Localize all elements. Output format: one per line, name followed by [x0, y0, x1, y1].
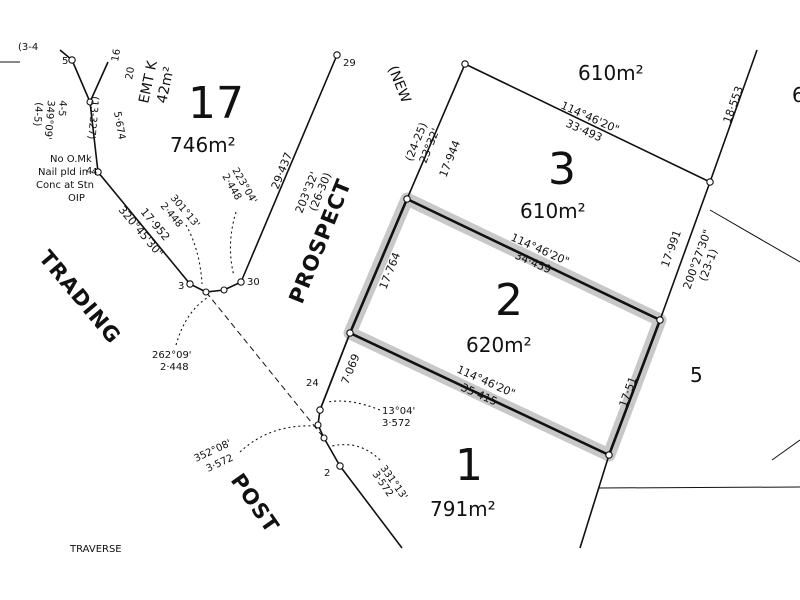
dist-13: 3·572	[382, 418, 411, 429]
lot-1-left-length: 7·069	[339, 352, 363, 386]
lot-3-left-boundary	[406, 63, 466, 200]
corner-marker-lot2-tr[interactable]	[656, 316, 664, 324]
ref-45: 4-5	[56, 100, 68, 117]
leader-13	[327, 400, 381, 411]
lot-6-number: 6	[792, 83, 800, 107]
prospect-road-boundary	[240, 54, 338, 283]
lot-1-area: 791m²	[430, 497, 496, 521]
traverse-line	[205, 291, 325, 439]
lot-3-right-boundary	[659, 181, 711, 321]
lot-2-number: 2	[495, 275, 523, 326]
corner-marker-lot2-tl[interactable]	[403, 195, 411, 203]
station-3: 3	[178, 281, 184, 292]
station-marker-29[interactable]	[333, 51, 341, 59]
station-marker-mid[interactable]	[202, 288, 210, 296]
lot-17-left-boundary	[71, 59, 91, 103]
lot-3-number: 3	[548, 144, 576, 195]
lot-3-area: 610m²	[520, 199, 586, 223]
leader-262	[175, 295, 211, 346]
lot-top-area: 610m²	[578, 61, 644, 85]
corner-marker-lot3-tl[interactable]	[461, 60, 469, 68]
bottom-note: TRAVERSE	[69, 544, 122, 555]
lot-3-top-boundary	[464, 63, 711, 183]
station-marker-post-mid[interactable]	[314, 421, 322, 429]
station-marker-5[interactable]	[68, 56, 76, 64]
station-29: 29	[343, 58, 356, 69]
nail-note-3: Conc at Stn	[36, 180, 94, 191]
road-trading: TRADING	[34, 246, 126, 349]
station-2: 2	[324, 468, 330, 479]
station-marker-4[interactable]	[94, 168, 102, 176]
lot-5-number: 5	[690, 363, 703, 387]
station-marker-3[interactable]	[186, 280, 194, 288]
road-new: (NEW	[384, 64, 413, 106]
leader-301	[185, 224, 203, 285]
lot-1-right-boundary	[579, 454, 610, 549]
corner-marker-lot2-br[interactable]	[605, 451, 613, 459]
station-5: 5	[62, 56, 68, 67]
dist-5674: 5·674	[111, 111, 127, 141]
top-num-20: 20	[124, 66, 137, 80]
top-ref: (3-4	[18, 42, 38, 53]
station-marker-upper[interactable]	[86, 98, 94, 106]
ref-1327: (13-327)	[85, 96, 100, 140]
station-marker-mid2[interactable]	[220, 286, 228, 294]
station-marker-2[interactable]	[336, 462, 344, 470]
lot-1-number: 1	[455, 440, 483, 491]
bearing-262: 262°09'	[152, 350, 192, 361]
lot-17-area: 746m²	[170, 133, 236, 157]
lot-3-left-length: 17·944	[437, 139, 463, 180]
station-4: 4	[86, 166, 92, 177]
dist-262: 2·448	[160, 362, 189, 373]
emt-area: 42m²	[154, 65, 177, 105]
station-marker-24[interactable]	[316, 406, 324, 414]
bearing-349: 349°09'	[42, 100, 56, 140]
bearing-13: 13°04'	[382, 406, 415, 417]
road-post: POST	[226, 469, 284, 537]
lot-17-number: 17	[188, 78, 244, 129]
lot-3-right-length: 18·553	[721, 84, 746, 125]
lot-5-bottom-boundary	[597, 486, 800, 489]
lot-5-top-boundary	[709, 209, 800, 263]
station-marker-2-upper[interactable]	[320, 434, 328, 442]
nail-note-4: OIP	[68, 193, 85, 204]
ref-45b: (4-5)	[31, 102, 44, 127]
lot-2-area: 620m²	[466, 333, 532, 357]
nail-note-1: No O.Mk	[50, 154, 92, 165]
lot-top-right-boundary	[709, 49, 758, 183]
leader-331	[331, 444, 381, 461]
station-30: 30	[247, 277, 260, 288]
station-24: 24	[306, 378, 319, 389]
lot-17-north-boundary	[89, 61, 109, 103]
top-num-16: 16	[110, 48, 123, 62]
prospect-east-boundary	[319, 332, 351, 411]
leader-223	[229, 211, 237, 277]
corner-marker-lot3-tr[interactable]	[706, 178, 714, 186]
station-marker-30[interactable]	[237, 278, 245, 286]
nail-note-2: Nail pld in 4	[38, 167, 98, 178]
prospect-length: 29·437	[269, 151, 295, 192]
lot-5-side-boundary	[771, 439, 800, 461]
leader-352	[239, 425, 315, 453]
trading-road-boundary	[89, 101, 242, 293]
corner-marker-lot2-bl[interactable]	[346, 329, 354, 337]
